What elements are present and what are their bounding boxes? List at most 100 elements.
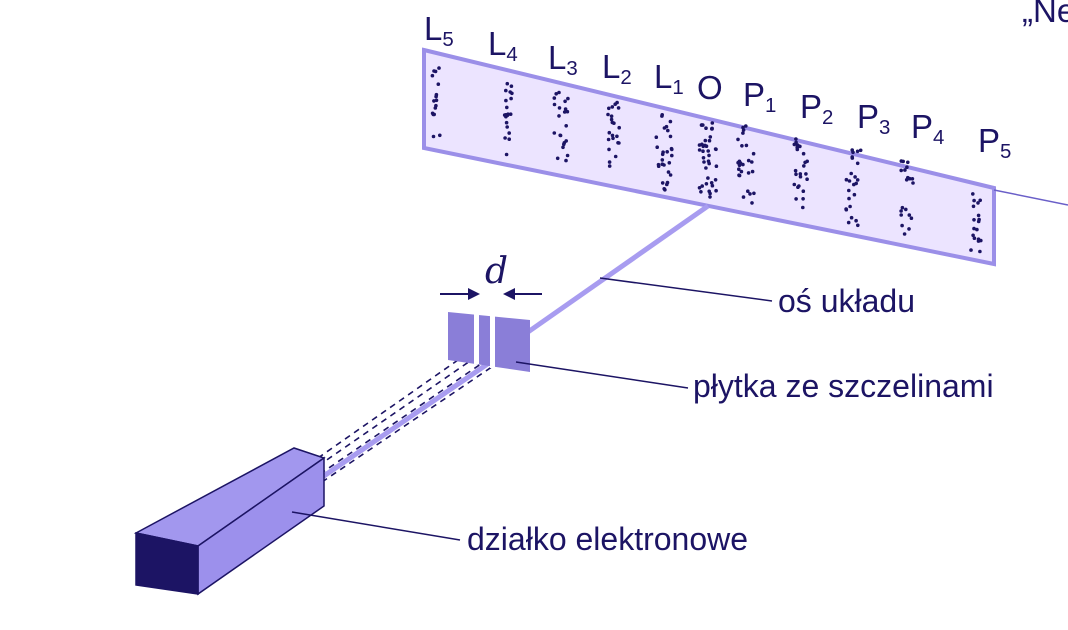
impact-dot: [610, 133, 615, 138]
impact-dot: [978, 198, 982, 203]
impact-dot: [552, 131, 557, 135]
impact-dot: [971, 233, 975, 238]
screen-edge-line: [993, 189, 1068, 206]
electron-gun-label: działko elektronowe: [467, 521, 749, 557]
impact-dot: [508, 90, 512, 94]
impact-dot: [706, 176, 710, 180]
impact-dot: [910, 177, 915, 181]
impact-dot: [564, 124, 568, 128]
impact-dot: [714, 188, 718, 193]
impact-dot: [505, 113, 510, 117]
impact-dot: [804, 172, 808, 176]
impact-dot: [977, 217, 981, 222]
impact-dot: [508, 112, 513, 116]
impact-dot: [852, 192, 857, 197]
impact-dot: [900, 205, 905, 210]
impact-dot: [665, 150, 669, 154]
impact-dot: [976, 239, 981, 243]
slit-width-label: d: [485, 251, 509, 292]
impact-dot: [701, 156, 706, 160]
impact-dot: [907, 213, 912, 217]
impact-dot: [710, 121, 715, 125]
impact-dot: [798, 174, 803, 179]
impact-dot: [607, 147, 611, 152]
beam-dashed-edges: [317, 345, 503, 483]
impact-dot: [847, 196, 851, 201]
impact-dot: [606, 137, 611, 142]
impact-dot: [978, 249, 982, 254]
impact-dot: [607, 106, 611, 111]
position-label-p2: P2: [800, 88, 834, 129]
impact-dot: [795, 147, 800, 152]
impact-dot: [654, 135, 659, 139]
impact-dot: [665, 180, 670, 185]
impact-dot: [801, 151, 806, 156]
impact-dot: [507, 137, 512, 141]
impact-dot: [744, 124, 748, 128]
impact-dot: [794, 197, 798, 201]
impact-dot: [502, 113, 507, 117]
impact-dot: [801, 197, 805, 201]
impact-dot: [736, 137, 740, 142]
impact-dot: [801, 189, 806, 193]
impact-dot: [750, 201, 754, 205]
impact-dot: [431, 134, 436, 139]
impact-dot: [433, 69, 438, 74]
impact-dot: [855, 178, 860, 182]
impact-dot: [746, 158, 751, 163]
impact-dot: [793, 168, 798, 173]
impact-dot: [660, 162, 665, 166]
position-label-l5: L5: [424, 10, 454, 51]
position-label-l3: L3: [548, 39, 578, 80]
impact-dot: [697, 186, 702, 190]
impact-dot: [666, 170, 671, 174]
impact-dot: [607, 164, 612, 168]
impact-dot: [699, 190, 703, 194]
impact-dot: [736, 160, 740, 165]
slit-plate-label: płytka ze szczelinami: [693, 368, 994, 404]
impact-dot: [801, 205, 805, 210]
impact-dot: [565, 153, 570, 158]
impact-dot: [792, 182, 797, 187]
impact-dot: [609, 117, 614, 122]
impact-dot: [904, 178, 909, 182]
position-label-p3: P3: [857, 98, 891, 139]
impact-dot: [792, 142, 797, 147]
impact-dot: [617, 141, 621, 145]
impact-dot: [562, 110, 567, 114]
impact-dot: [700, 184, 704, 188]
impact-dot: [972, 218, 976, 222]
impact-dot: [617, 125, 621, 130]
impact-dot: [564, 158, 568, 163]
impact-dot: [505, 105, 509, 110]
position-label-l2: L2: [602, 48, 632, 89]
impact-dot: [855, 161, 860, 166]
impact-dot: [737, 167, 741, 171]
impact-dot: [709, 181, 714, 185]
impact-dot: [972, 198, 976, 203]
impact-dot: [900, 223, 904, 228]
impact-dot: [737, 173, 741, 177]
impact-dot: [713, 147, 718, 151]
impact-dot: [707, 153, 711, 158]
corner-text: „Ne: [1022, 0, 1068, 29]
impact-dot: [610, 120, 615, 125]
impact-dot: [751, 151, 756, 156]
position-label-p1: P1: [743, 76, 777, 117]
impact-dot: [552, 96, 557, 100]
impact-dot: [903, 168, 907, 172]
position-label-o: O: [697, 69, 723, 106]
impact-dot: [899, 168, 903, 173]
impact-dot: [668, 173, 673, 177]
impact-dot: [741, 125, 745, 130]
impact-dot: [557, 106, 562, 110]
impact-dot: [971, 204, 976, 209]
impact-dot: [563, 99, 567, 104]
impact-dot: [850, 155, 854, 159]
impact-dot: [668, 119, 673, 124]
impact-dot: [707, 138, 712, 143]
impact-dot: [660, 113, 664, 117]
impact-dot: [664, 124, 669, 129]
impact-dot: [667, 161, 672, 165]
impact-dot: [805, 177, 809, 181]
